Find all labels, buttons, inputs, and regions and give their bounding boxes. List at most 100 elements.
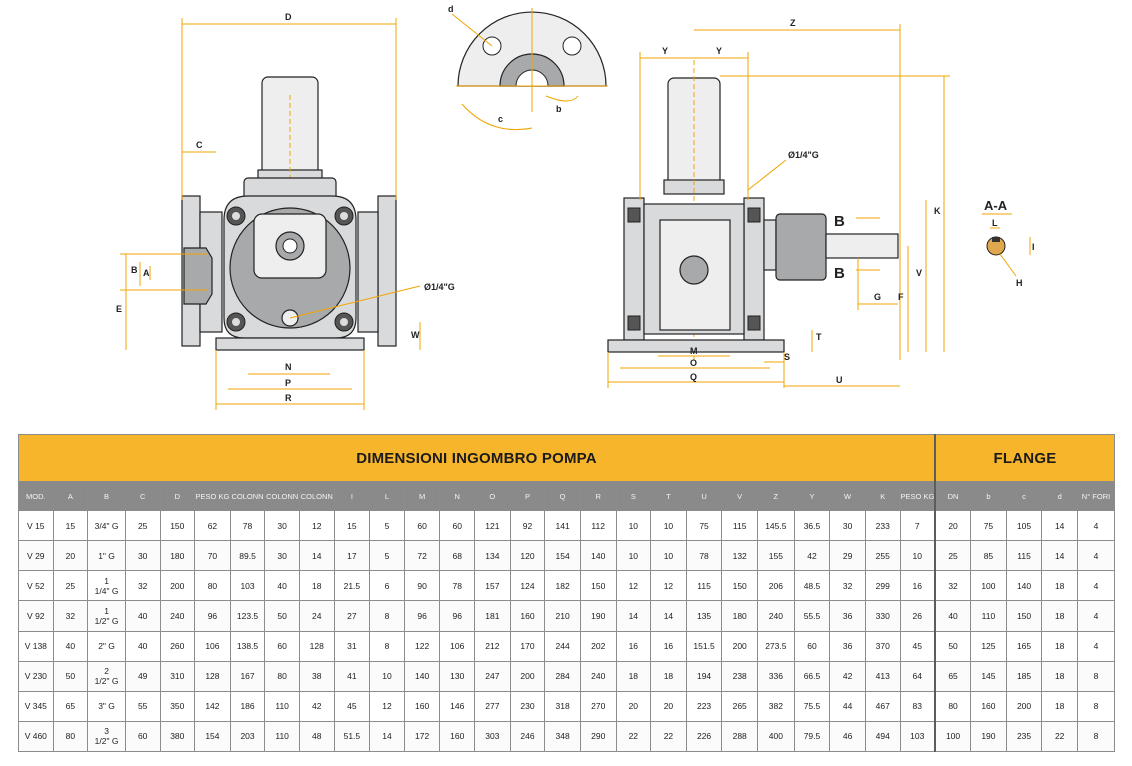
- table-cell: 16: [615, 630, 652, 662]
- table-cell: 141: [544, 509, 581, 542]
- table-cell: 12: [369, 690, 405, 722]
- table-cell: 30: [264, 540, 300, 572]
- table-cell: 60: [793, 630, 831, 662]
- table-cell: 45: [333, 690, 371, 722]
- table-cell: 182: [544, 570, 581, 602]
- table-cell: 42: [298, 690, 335, 722]
- table-cell: 25: [52, 570, 89, 602]
- table-cell: 160: [970, 690, 1007, 722]
- table-cell: 64: [899, 660, 936, 692]
- table-cell: 240: [579, 660, 617, 692]
- table-cell: 40: [264, 570, 300, 602]
- table-cell: 15: [333, 509, 371, 542]
- table-cell: 4: [1076, 509, 1116, 542]
- table-cell: 206: [757, 570, 795, 602]
- table-cell: 150: [1005, 600, 1043, 632]
- table-cell: 150: [721, 570, 758, 602]
- column-header: N: [439, 481, 476, 511]
- table-cell: 8: [369, 630, 405, 662]
- table-cell: 78: [229, 509, 266, 542]
- table-cell: 382: [757, 690, 795, 722]
- table-cell: 75: [685, 509, 723, 542]
- dim-label-d: D: [285, 12, 292, 22]
- table-cell: 60: [439, 509, 476, 542]
- column-header: PESO KG: [194, 481, 231, 511]
- table-cell: 16: [650, 630, 687, 662]
- table-cell: 172: [403, 720, 441, 753]
- table-cell: 230: [509, 690, 546, 722]
- table-cell: 170: [509, 630, 546, 662]
- flange-title: FLANGE: [933, 434, 1115, 482]
- table-cell: 25: [933, 540, 972, 572]
- table-cell: 310: [159, 660, 196, 692]
- table-cell: 44: [829, 690, 866, 722]
- table-cell: 348: [544, 720, 581, 753]
- table-cell: V 345: [18, 690, 54, 722]
- table-cell: 120: [509, 540, 546, 572]
- table-cell: 160: [403, 690, 441, 722]
- table-cell: 299: [864, 570, 901, 602]
- table-cell: 380: [159, 720, 196, 753]
- table-cell: 96: [403, 600, 441, 632]
- table-cell: 400: [757, 720, 795, 753]
- table-cell: 134: [474, 540, 511, 572]
- table-cell: 100: [933, 720, 972, 753]
- column-header: D: [159, 481, 196, 511]
- table-cell: 122: [403, 630, 441, 662]
- table-cell: 138.5: [229, 630, 266, 662]
- dim-label-flange-b: b: [556, 104, 562, 114]
- table-cell: 260: [159, 630, 196, 662]
- dim-label-z: Z: [790, 18, 796, 28]
- table-cell: 255: [864, 540, 901, 572]
- table-cell: 18: [615, 660, 652, 692]
- table-cell: 18: [1041, 570, 1078, 602]
- table-cell: V 460: [18, 720, 54, 753]
- table-cell: 42: [793, 540, 831, 572]
- dim-label-g: G: [874, 292, 881, 302]
- table-cell: 90: [403, 570, 441, 602]
- table-cell: 142: [194, 690, 231, 722]
- table-cell: 10: [615, 540, 652, 572]
- table-cell: 190: [579, 600, 617, 632]
- section-aa: A-A L I H: [982, 198, 1035, 288]
- table-cell: 22: [615, 720, 652, 753]
- table-cell: V 230: [18, 660, 54, 692]
- table-cell: 18: [1041, 630, 1078, 662]
- table-cell: 38: [298, 660, 335, 692]
- table-cell: 200: [159, 570, 196, 602]
- table-cell: 110: [264, 690, 300, 722]
- table-cell: 50: [933, 630, 972, 662]
- section-label-bottom: B: [834, 265, 845, 282]
- table-cell: 80: [264, 660, 300, 692]
- table-cell: 10: [650, 509, 687, 542]
- dim-label-t: T: [816, 332, 822, 342]
- table-cell: 135: [685, 600, 723, 632]
- table-cell: 103: [899, 720, 936, 753]
- table-cell: 42: [829, 660, 866, 692]
- table-cell: 5: [369, 509, 405, 542]
- column-header: MOD.: [18, 481, 54, 511]
- table-cell: 157: [474, 570, 511, 602]
- table-cell: 10: [899, 540, 936, 572]
- section-aa-title: A-A: [984, 198, 1008, 213]
- table-cell: 4: [1076, 570, 1116, 602]
- table-cell: 10: [369, 660, 405, 692]
- table-cell: 100: [970, 570, 1007, 602]
- table-cell: 14: [298, 540, 335, 572]
- column-header: COLONN: [229, 481, 266, 511]
- column-header: U: [685, 481, 723, 511]
- table-cell: 48: [298, 720, 335, 753]
- table-cell: 150: [159, 509, 196, 542]
- table-cell: 5: [369, 540, 405, 572]
- column-header: L: [369, 481, 405, 511]
- table-cell: 10: [615, 509, 652, 542]
- dim-label-o: O: [690, 358, 697, 368]
- table-cell: 65: [52, 690, 89, 722]
- table-cell: 240: [757, 600, 795, 632]
- dim-label-f: F: [898, 292, 904, 302]
- table-cell: 79.5: [793, 720, 831, 753]
